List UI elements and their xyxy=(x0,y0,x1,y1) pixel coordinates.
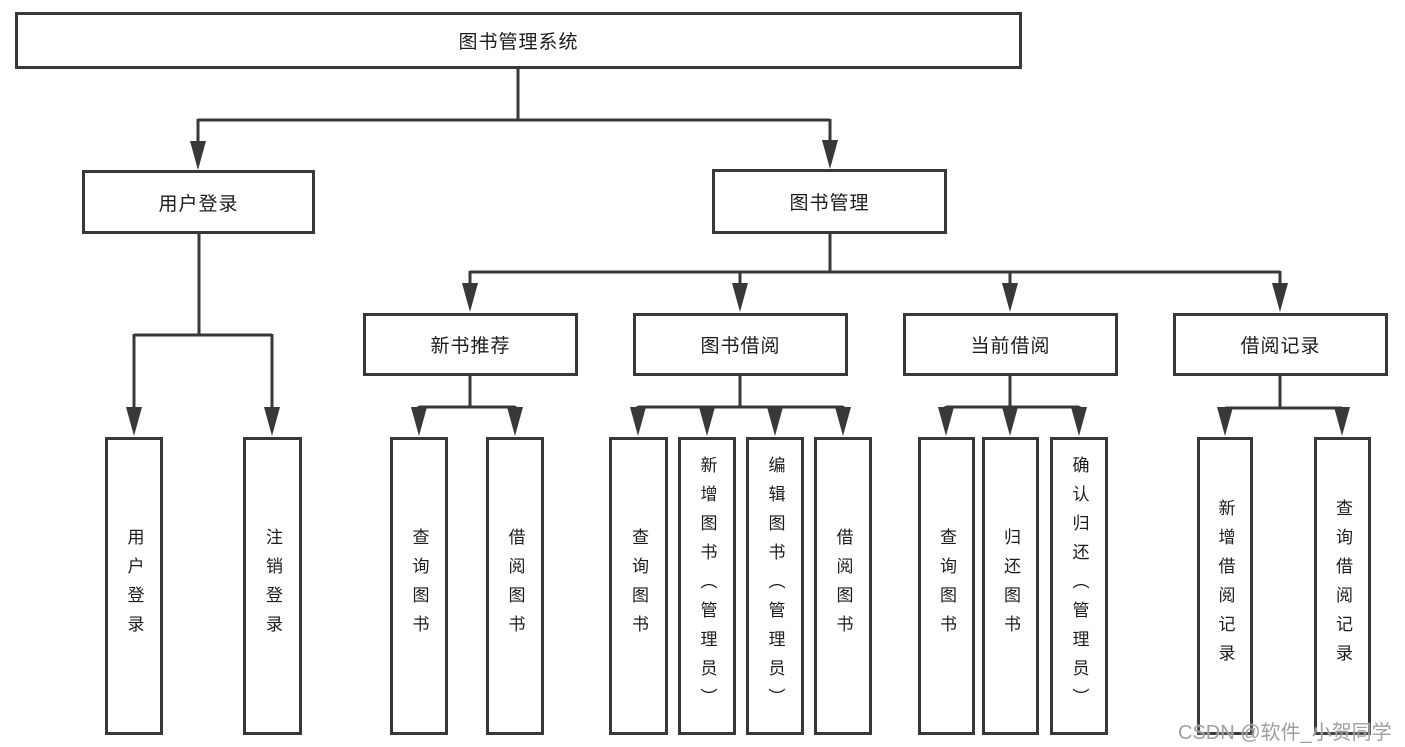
node-leaf-confirm-return-admin-label: 确认归还（管理员） xyxy=(1069,455,1089,717)
node-book-management-label: 图书管理 xyxy=(789,193,870,214)
node-borrow-records: 借阅记录 xyxy=(1173,313,1388,376)
node-leaf-logout-label: 注销登录 xyxy=(263,528,282,644)
node-leaf-edit-books-admin-label: 编辑图书（管理员） xyxy=(765,455,785,717)
node-leaf-query-books-2-label: 查询图书 xyxy=(629,528,648,644)
node-leaf-query-books-1: 查询图书 xyxy=(390,437,448,735)
node-leaf-borrow-books-1: 借阅图书 xyxy=(486,437,544,735)
node-leaf-query-books-1-label: 查询图书 xyxy=(409,528,429,644)
node-leaf-user-login-label: 用户登录 xyxy=(124,528,144,644)
node-root: 图书管理系统 xyxy=(15,12,1022,69)
node-leaf-logout: 注销登录 xyxy=(243,437,302,735)
node-leaf-query-books-3: 查询图书 xyxy=(918,437,975,735)
node-book-management: 图书管理 xyxy=(712,169,947,234)
node-leaf-query-borrow-record-label: 查询借阅记录 xyxy=(1333,499,1352,673)
node-leaf-return-books-label: 归还图书 xyxy=(1001,528,1020,644)
node-leaf-add-borrow-record-label: 新增借阅记录 xyxy=(1215,499,1235,673)
node-root-label: 图书管理系统 xyxy=(458,32,579,53)
node-book-borrow-label: 图书借阅 xyxy=(700,336,781,357)
node-new-book-recommend-label: 新书推荐 xyxy=(430,336,511,357)
node-leaf-borrow-books-2: 借阅图书 xyxy=(814,437,872,735)
node-leaf-borrow-books-1-label: 借阅图书 xyxy=(505,528,525,644)
node-leaf-add-borrow-record: 新增借阅记录 xyxy=(1197,437,1253,735)
node-leaf-query-books-2: 查询图书 xyxy=(609,437,668,735)
node-leaf-query-books-3-label: 查询图书 xyxy=(937,528,956,644)
node-leaf-add-books-admin: 新增图书（管理员） xyxy=(678,437,736,735)
node-leaf-query-borrow-record: 查询借阅记录 xyxy=(1314,437,1371,735)
node-leaf-edit-books-admin: 编辑图书（管理员） xyxy=(746,437,804,735)
csdn-watermark: CSDN @软件_小贺同学 xyxy=(1178,722,1392,744)
node-user-login-label: 用户登录 xyxy=(158,193,239,215)
node-user-login: 用户登录 xyxy=(82,170,315,234)
node-leaf-borrow-books-2-label: 借阅图书 xyxy=(833,528,853,644)
node-leaf-return-books: 归还图书 xyxy=(982,437,1039,735)
node-current-borrow: 当前借阅 xyxy=(903,313,1118,376)
node-borrow-records-label: 借阅记录 xyxy=(1240,336,1321,357)
node-book-borrow: 图书借阅 xyxy=(633,313,848,376)
node-current-borrow-label: 当前借阅 xyxy=(970,336,1051,357)
node-leaf-confirm-return-admin: 确认归还（管理员） xyxy=(1050,437,1108,735)
node-new-book-recommend: 新书推荐 xyxy=(363,313,578,376)
node-leaf-add-books-admin-label: 新增图书（管理员） xyxy=(697,455,717,717)
node-leaf-user-login: 用户登录 xyxy=(105,437,163,735)
